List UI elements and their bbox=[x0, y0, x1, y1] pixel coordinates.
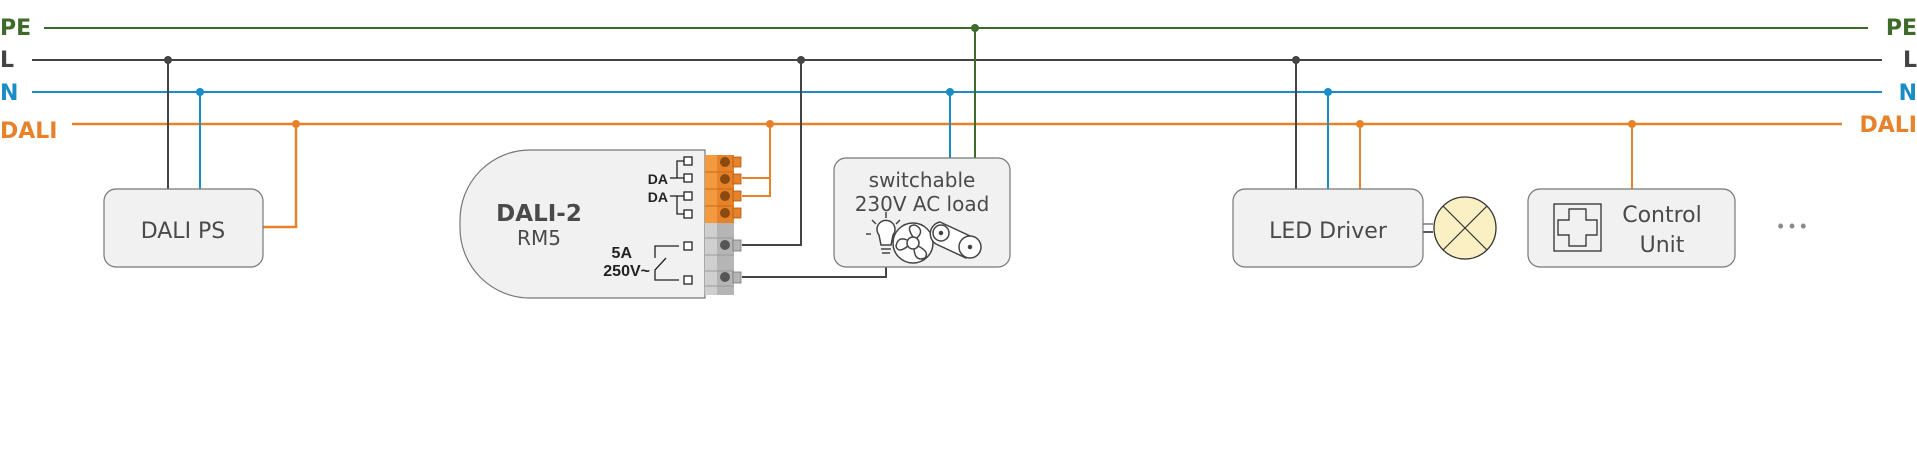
junction-dot bbox=[164, 56, 172, 64]
junction-dot bbox=[797, 56, 805, 64]
junction-dot bbox=[292, 120, 300, 128]
dali-label-left: DALI bbox=[0, 119, 58, 144]
junction-dot bbox=[971, 24, 979, 32]
rm5-module[interactable]: DALI-2 RM5 DA DA 5A 250V~ bbox=[459, 149, 742, 299]
led-driver-label: LED Driver bbox=[1269, 219, 1388, 244]
pe-label-left: PE bbox=[0, 16, 31, 41]
relay-rating-voltage: 250V~ bbox=[603, 263, 650, 280]
terminal-block-relay bbox=[705, 223, 742, 295]
l-label-left: L bbox=[0, 48, 14, 73]
control-unit-wires bbox=[1628, 120, 1636, 189]
n-label-right: N bbox=[1899, 81, 1917, 106]
more-devices-indicator: • • • bbox=[1778, 216, 1807, 236]
dpad-control-icon bbox=[1553, 203, 1602, 252]
junction-dot bbox=[1324, 88, 1332, 96]
rm5-title: DALI-2 bbox=[496, 201, 582, 227]
rm5-subtitle: RM5 bbox=[517, 226, 561, 250]
da-label-1: DA bbox=[648, 171, 668, 187]
da-label-2: DA bbox=[648, 189, 668, 205]
control-unit-label-line2: Unit bbox=[1640, 233, 1685, 258]
junction-dot bbox=[766, 120, 774, 128]
control-unit-box[interactable]: Control Unit bbox=[1527, 188, 1736, 268]
junction-dot bbox=[946, 88, 954, 96]
rm5-wires bbox=[742, 56, 887, 278]
junction-dot bbox=[1356, 120, 1364, 128]
dali-ps-label: DALI PS bbox=[141, 219, 226, 244]
belt-drive-motor-icon bbox=[929, 221, 982, 259]
n-label-left: N bbox=[0, 81, 18, 106]
led-driver-wires bbox=[1292, 56, 1433, 233]
relay-rating-current: 5A bbox=[612, 245, 633, 262]
terminal-block-dali bbox=[705, 155, 742, 223]
load-label-line1: switchable bbox=[869, 168, 976, 192]
led-driver-box[interactable]: LED Driver bbox=[1232, 188, 1424, 268]
control-unit-label-line1: Control bbox=[1622, 203, 1702, 228]
dali-ps-box[interactable]: DALI PS bbox=[103, 188, 264, 268]
junction-dot bbox=[196, 88, 204, 96]
load-wires bbox=[946, 24, 979, 158]
dali-ps-wires bbox=[164, 56, 300, 229]
junction-dot bbox=[1292, 56, 1300, 64]
relay-contact-schematic bbox=[654, 241, 693, 285]
lamp-icon bbox=[1433, 196, 1497, 260]
l-label-right: L bbox=[1903, 48, 1917, 73]
dali-label-right: DALI bbox=[1860, 113, 1917, 138]
bus-lines bbox=[32, 27, 1882, 126]
fan-icon bbox=[892, 222, 934, 264]
junction-dot bbox=[1628, 120, 1636, 128]
pe-label-right: PE bbox=[1886, 16, 1917, 41]
load-label-line2: 230V AC load bbox=[855, 192, 990, 216]
switchable-load-box[interactable]: switchable 230V AC load bbox=[833, 157, 1011, 268]
da-pin-schematic bbox=[670, 156, 693, 219]
light-bulb-icon bbox=[866, 212, 901, 254]
